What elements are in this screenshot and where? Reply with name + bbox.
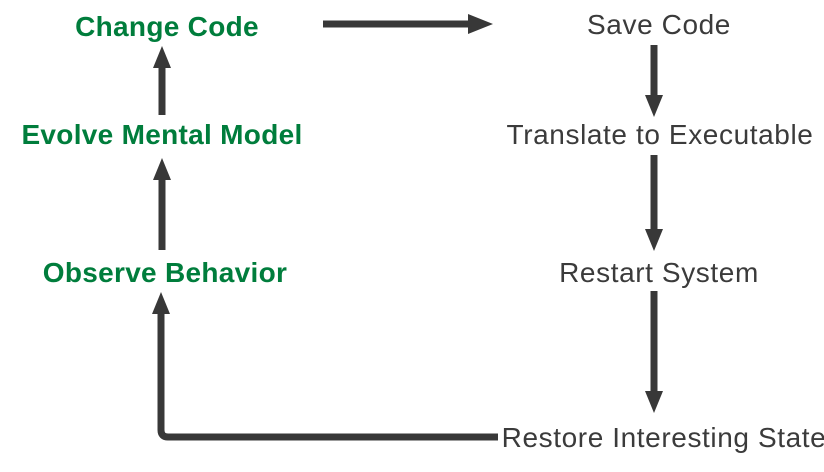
node-change-code: Change Code [75, 11, 259, 42]
node-save-code: Save Code [587, 9, 731, 40]
arrow-evolve-model-to-change-code [153, 46, 171, 115]
arrow-restore-state-to-observe-behavior [152, 292, 498, 441]
node-restore-interesting-state: Restore Interesting State [501, 422, 824, 453]
node-evolve-mental-model: Evolve Mental Model [21, 119, 303, 150]
arrow-translate-to-restart-system [645, 155, 663, 251]
node-translate-to-executable: Translate to Executable [506, 119, 814, 150]
node-observe-behavior: Observe Behavior [42, 257, 288, 288]
arrow-change-code-to-save-code [323, 14, 493, 34]
arrow-observe-behavior-to-evolve-model [153, 158, 171, 250]
arrow-restart-system-to-restore-state [645, 291, 663, 413]
node-restart-system: Restart System [559, 257, 759, 288]
arrow-save-code-to-translate [645, 45, 663, 117]
